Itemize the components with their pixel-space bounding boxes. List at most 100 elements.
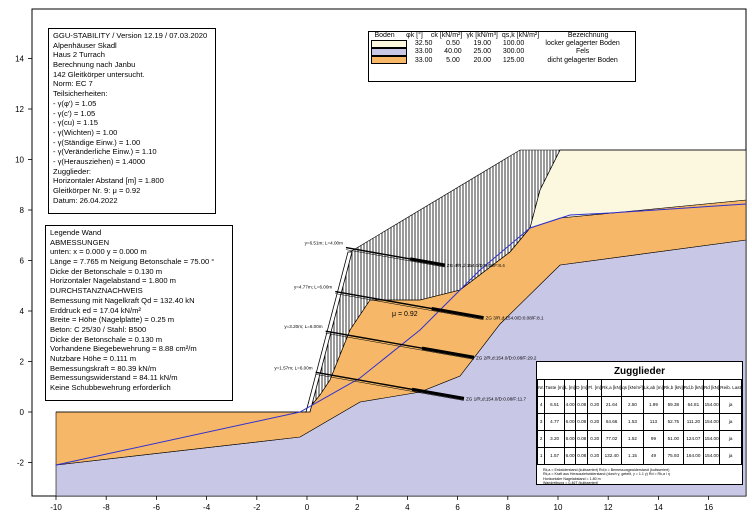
tendon-cell: 0.20 (587, 413, 603, 431)
wall-legend-line: Legende Wand (50, 228, 102, 237)
soil-header-cell: Bezeichnung (567, 32, 609, 39)
anchor-bond-zone (421, 346, 475, 359)
tendon-cell: 77.02 (601, 430, 623, 448)
soil-cell: 40.00 (444, 48, 462, 56)
soil-swatch (371, 47, 407, 56)
anchor-bar-outline (315, 374, 464, 401)
tendon-cell: 164.00 (682, 447, 704, 465)
tendon-cell: 0.20 (587, 430, 603, 448)
tendon-cell: 21.64 (601, 396, 623, 414)
wall-legend-line: Dicke der Betonschale = 0.130 m (50, 266, 163, 276)
tendon-cell: 0.08 (575, 396, 589, 414)
anchor-label-right: ZG 2/R,d:154.0/D:0.08/F:29.2 (476, 355, 537, 360)
tendon-cell: 0.08 (575, 430, 589, 448)
soil-cell: Fels (575, 48, 590, 56)
info-line: - γ(c') = 1.05 (53, 108, 96, 118)
anchor-label-right: ZG 1/R,d:154.0/D:0.08/F:11.7 (466, 397, 527, 402)
soil-cell: 125.00 (502, 56, 525, 64)
y-tick-label: 10 (15, 156, 24, 165)
tendon-cell: 52.75 (662, 413, 684, 431)
info-line: - γ(Ständige Einw.) = 1.00 (53, 137, 141, 147)
tendon-header-cell: Reib. Last (719, 379, 742, 397)
tendon-cell: 2.50 (621, 396, 644, 414)
tendon-cell: 154.00 (702, 396, 721, 414)
anchor-bond-zone (409, 257, 446, 267)
info-line: - γ(cu) = 1.15 (53, 118, 98, 128)
tendon-cell: 1.52 (621, 430, 644, 448)
tendon-note: Horizontaler Nagelabstand = 1.80 m (543, 476, 601, 481)
x-tick-label: 2 (355, 503, 360, 512)
anchor-label-right: ZG 3/R,d:154.0/D:0.08/F:8.1 (486, 316, 544, 321)
tendon-header-cell: Taste [m] (544, 379, 565, 397)
tendon-cell: 4.77 (544, 413, 565, 431)
tendon-cell: ja (719, 430, 742, 448)
soil-header-cell: Boden (374, 32, 395, 39)
info-line: Teilsicherheiten: (53, 89, 108, 99)
y-tick-label: 8 (20, 206, 25, 215)
soil-header-cell: qs,k [kN/m²] (501, 32, 540, 39)
y-tick-label: 0 (20, 408, 25, 417)
tendon-header-cell: Rd [kN] (702, 379, 721, 397)
tendon-cell: 0.08 (575, 413, 589, 431)
soil-row: 33.00 5.00 20.00 125.00 dicht gelagerter Bod… (369, 56, 635, 65)
soil-cell: 20.00 (473, 56, 491, 64)
tendon-table-notes: Rk,a = Erdwiderstand (kulisseriert) Rd,b… (537, 465, 742, 484)
info-line: Horizontaler Abstand [m] = 1.800 (53, 176, 164, 186)
x-tick-label: 4 (405, 503, 410, 512)
tendon-note: Rk,a = Kraft aus Herausziehwiderstand (d… (543, 472, 670, 477)
tendon-cell: ja (719, 447, 742, 465)
soil-cell: 0.50 (446, 39, 460, 47)
tendon-table-box: Zugglieder Nr.Taste [m]L [m]D [m]Fl. [m]… (536, 361, 743, 485)
tendon-cell: 0.20 (587, 396, 603, 414)
soil-cell: 25.00 (473, 48, 491, 56)
wall-legend-line: Beton: C 25/30 / Stahl: B500 (50, 324, 147, 334)
info-line: Alpenhäuser Skadl (53, 40, 117, 50)
wall-legend-line: Vorhandene Biegebewehrung = 8.88 cm²/m (50, 344, 197, 354)
x-tick-label: -8 (103, 503, 111, 512)
tendon-cell: 124.07 (682, 430, 704, 448)
x-tick-label: 16 (704, 503, 713, 512)
wall-legend-line: Dicke der Betonschale = 0.130 m (50, 334, 163, 344)
soil-cell: 5.00 (446, 56, 460, 64)
tendon-header-cell: Fl. [m] (587, 379, 603, 397)
tendon-cell: 6.00 (563, 430, 577, 448)
info-line: - γ(Wichten) = 1.00 (53, 127, 118, 137)
anchor-bond-zone (411, 387, 465, 401)
soil-cell: 33.00 (414, 56, 433, 64)
tendon-cell: 154.00 (702, 413, 721, 431)
tendon-cell: 49 (643, 447, 664, 465)
tendon-header-cell: Rd,b [kN] (682, 379, 704, 397)
tendon-cell: 3 (537, 413, 546, 431)
x-tick-label: -10 (50, 503, 62, 512)
x-tick-label: 6 (455, 503, 460, 512)
anchor-label-left: y=3.20m; L=6.00m (284, 324, 322, 329)
info-line: Zugglieder: (53, 166, 91, 176)
anchor-label-left: y=6.51m; L=4.00m (305, 241, 343, 246)
tendon-cell: 132.40 (601, 447, 623, 465)
tendon-cell: ja (719, 396, 742, 414)
wall-legend-line: Breite = Höhe (Nagelplatte) = 0.25 m (50, 315, 175, 325)
tendon-header-cell: Rk,b [kN] (662, 379, 684, 397)
wall-legend-line: unten: x = 0.000 y = 0.000 m (50, 247, 147, 257)
tendon-cell: 0.08 (575, 447, 589, 465)
y-tick-label: 6 (20, 257, 25, 266)
tendon-cell: 1 (537, 447, 546, 465)
wall-legend-line: DURCHSTANZNACHWEIS (50, 286, 143, 296)
info-line: Gleitkörper Nr. 9: μ = 0.92 (53, 186, 141, 195)
soil-cell: dicht gelagerter Boden (547, 56, 618, 64)
soil-header-cell: φk [°] (406, 32, 423, 39)
info-line: Norm: EC 7 (53, 79, 93, 89)
project-info-box: GGU-STABILITY / Version 12.19 / 07.03.20… (48, 28, 216, 214)
tendon-cell: 64.81 (682, 396, 704, 414)
soil-cell: 32.50 (414, 39, 433, 47)
tendon-cell: 1.99 (643, 396, 664, 414)
tendon-table: Nr.Taste [m]L [m]D [m]Fl. [m]Rk,a [kN]qs… (537, 379, 742, 465)
